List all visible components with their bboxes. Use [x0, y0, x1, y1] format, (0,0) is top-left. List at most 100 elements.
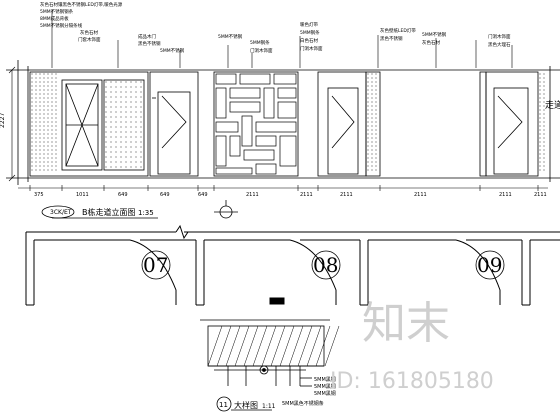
height-dim-text: 2227 — [0, 113, 6, 128]
texture-dot — [130, 131, 132, 133]
texture-dot — [375, 77, 377, 79]
texture-dot — [43, 165, 45, 167]
texture-dot — [105, 111, 107, 113]
texture-dot — [371, 101, 373, 103]
texture-dot — [55, 105, 57, 107]
texture-dot — [371, 105, 373, 107]
texture-dot — [130, 96, 132, 98]
texture-dot — [543, 93, 545, 95]
texture-dot — [543, 153, 545, 155]
texture-dot — [130, 136, 132, 138]
texture-dot — [120, 136, 122, 138]
texture-dot — [43, 77, 45, 79]
texture-dot — [55, 137, 57, 139]
dimension-label: 1011 — [76, 192, 89, 198]
texture-dot — [43, 133, 45, 135]
texture-dot — [543, 149, 545, 151]
texture-dot — [371, 125, 373, 127]
dimension-label: 2111 — [340, 192, 353, 198]
floor-plan — [25, 224, 560, 306]
texture-dot — [35, 157, 37, 159]
texture-dot — [371, 109, 373, 111]
texture-dot — [35, 117, 37, 119]
texture-dot — [39, 77, 41, 79]
hatch-line — [225, 325, 241, 367]
texture-dot — [371, 141, 373, 143]
texture-dot — [125, 86, 127, 88]
texture-dot — [367, 125, 369, 127]
texture-dot — [120, 111, 122, 113]
callout-label: 成品木门 — [138, 33, 156, 40]
texture-dot — [51, 81, 53, 83]
texture-dot — [47, 73, 49, 75]
lattice-cell — [215, 87, 227, 119]
texture-dot — [120, 106, 122, 108]
texture-dot — [375, 85, 377, 87]
texture-dot — [55, 141, 57, 143]
texture-dot — [140, 116, 142, 118]
texture-dot — [115, 136, 117, 138]
texture-dot — [543, 85, 545, 87]
texture-dot — [39, 89, 41, 91]
texture-dot — [140, 136, 142, 138]
texture-dot — [371, 165, 373, 167]
texture-dot — [47, 145, 49, 147]
texture-dot — [43, 153, 45, 155]
texture-dot — [125, 141, 127, 143]
texture-dot — [51, 153, 53, 155]
texture-dot — [43, 145, 45, 147]
texture-dot — [115, 111, 117, 113]
texture-dot — [115, 146, 117, 148]
texture-dot — [105, 166, 107, 168]
texture-dot — [140, 111, 142, 113]
texture-dot — [31, 97, 33, 99]
texture-dot — [43, 141, 45, 143]
texture-dot — [31, 85, 33, 87]
texture-dot — [47, 117, 49, 119]
callout-label: 灰色石材 — [422, 39, 440, 46]
texture-dot — [135, 96, 137, 98]
texture-dot — [35, 93, 37, 95]
section-marker — [41, 200, 238, 219]
texture-dot — [39, 153, 41, 155]
texture-dot — [47, 81, 49, 83]
watermark-id: ID: 161805180 — [330, 369, 494, 394]
texture-dot — [105, 161, 107, 163]
texture-dot — [543, 89, 545, 91]
texture-dot — [110, 151, 112, 153]
texture-dot — [55, 101, 57, 103]
texture-dot — [51, 89, 53, 91]
callout-label: 5MM不锈钢钢条 — [40, 8, 74, 15]
texture-dot — [375, 141, 377, 143]
texture-dot — [539, 169, 541, 171]
texture-dot — [125, 121, 127, 123]
texture-dot — [55, 169, 57, 171]
texture-dot — [135, 156, 137, 158]
lattice-cell — [277, 101, 297, 119]
texture-dot — [43, 101, 45, 103]
callout-label: 门洞木饰面 — [488, 33, 511, 40]
texture-dot — [125, 136, 127, 138]
texture-dot — [35, 145, 37, 147]
texture-dot — [110, 146, 112, 148]
texture-dot — [43, 161, 45, 163]
texture-dot — [51, 93, 53, 95]
room-number-09: 09 — [477, 253, 502, 277]
texture-dot — [110, 96, 112, 98]
detail-scale: 1:11 — [262, 403, 276, 410]
texture-dot — [130, 86, 132, 88]
texture-dot — [115, 131, 117, 133]
texture-dot — [371, 89, 373, 91]
texture-dot — [543, 97, 545, 99]
texture-dot — [120, 96, 122, 98]
callout-label: 黑色大理石 — [488, 41, 511, 48]
hatch-line — [279, 325, 295, 367]
room-number-08: 08 — [313, 253, 338, 277]
texture-dot — [43, 125, 45, 127]
texture-dot — [39, 105, 41, 107]
texture-dot — [31, 137, 33, 139]
texture-dot — [35, 165, 37, 167]
texture-dot — [375, 73, 377, 75]
